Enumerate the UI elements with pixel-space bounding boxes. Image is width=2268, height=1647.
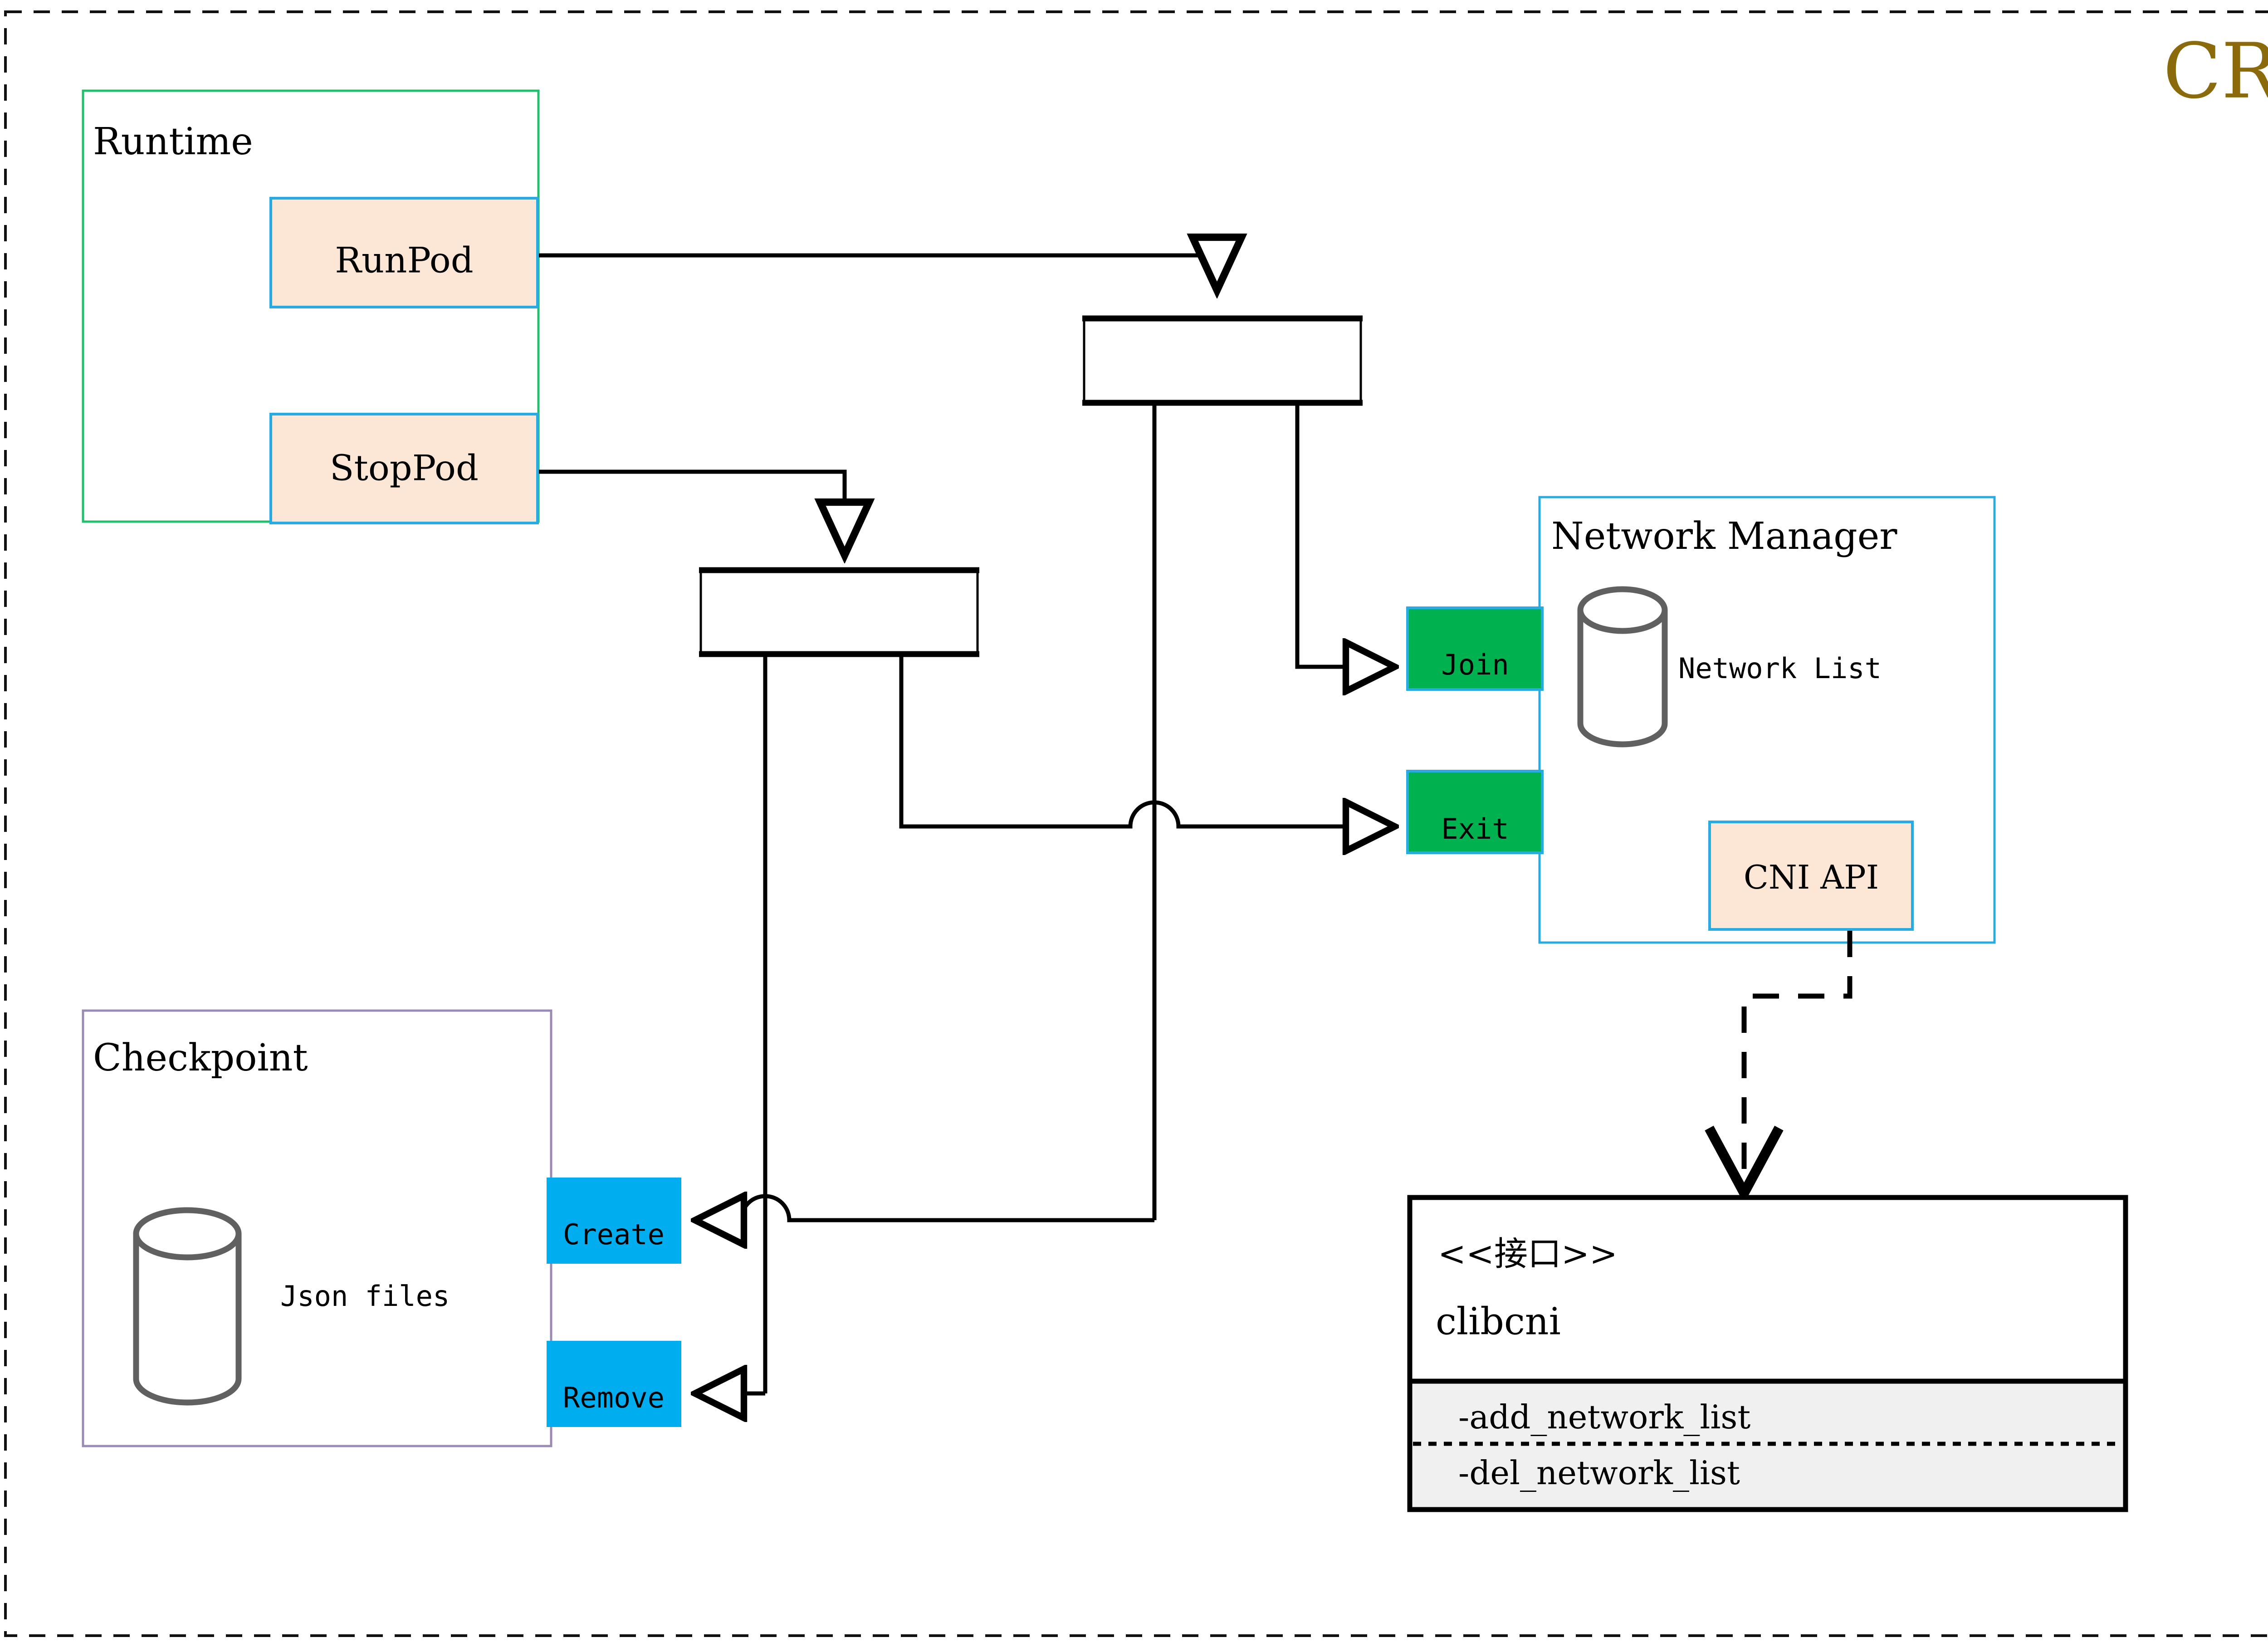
clibcni-method-0: -add_network_list [1458, 1398, 1750, 1436]
run-pod-node[interactable]: RunPod [269, 197, 539, 308]
clibcni-interface-node[interactable]: <<接口>> clibcni -add_network_list -del_ne… [1407, 1195, 2128, 1512]
clibcni-method-1: -del_network_list [1458, 1454, 1740, 1492]
exit-node[interactable]: Exit [1406, 770, 1544, 854]
cni-api-node[interactable]: CNI API [1708, 821, 1914, 931]
cni-api-label: CNI API [1744, 858, 1879, 896]
stop-pod-node[interactable]: StopPod [269, 413, 539, 524]
remove-node[interactable]: Remove [547, 1341, 681, 1427]
edge-forkbottom-to-exit [899, 654, 1395, 826]
create-label: Create [563, 1218, 665, 1251]
join-node[interactable]: Join [1406, 606, 1544, 691]
fork-bar-top [1082, 315, 1363, 406]
checkpoint-group-label: Checkpoint [93, 1036, 308, 1080]
clibcni-name: clibcni [1436, 1300, 1561, 1344]
clibcni-stereotype: <<接口>> [1438, 1234, 1618, 1273]
json-files-cylinder-icon [133, 1207, 242, 1406]
stop-pod-label: StopPod [330, 448, 479, 489]
edge-runpod-to-fork-top [538, 255, 1217, 290]
connector-layer [538, 255, 1395, 1393]
run-pod-label: RunPod [335, 240, 473, 281]
remove-label: Remove [563, 1381, 665, 1414]
edge-cni-api-to-clibcni [1744, 931, 1853, 1193]
network-manager-group-label: Network Manager [1551, 515, 1897, 558]
join-label: Join [1441, 648, 1509, 681]
fork-bar-bottom [699, 567, 979, 657]
network-list-label: Network List [1678, 652, 1882, 685]
network-list-cylinder-icon [1577, 586, 1668, 748]
create-node[interactable]: Create [547, 1178, 681, 1264]
diagram-title: CRI [2163, 27, 2268, 116]
json-files-label: Json files [280, 1280, 450, 1313]
outer-dashed-frame [4, 10, 2268, 1637]
edge-forktop-to-join [1295, 403, 1395, 667]
runtime-group-label: Runtime [93, 120, 253, 163]
edge-stoppod-to-fork-bottom [538, 469, 845, 555]
exit-label: Exit [1441, 812, 1509, 845]
